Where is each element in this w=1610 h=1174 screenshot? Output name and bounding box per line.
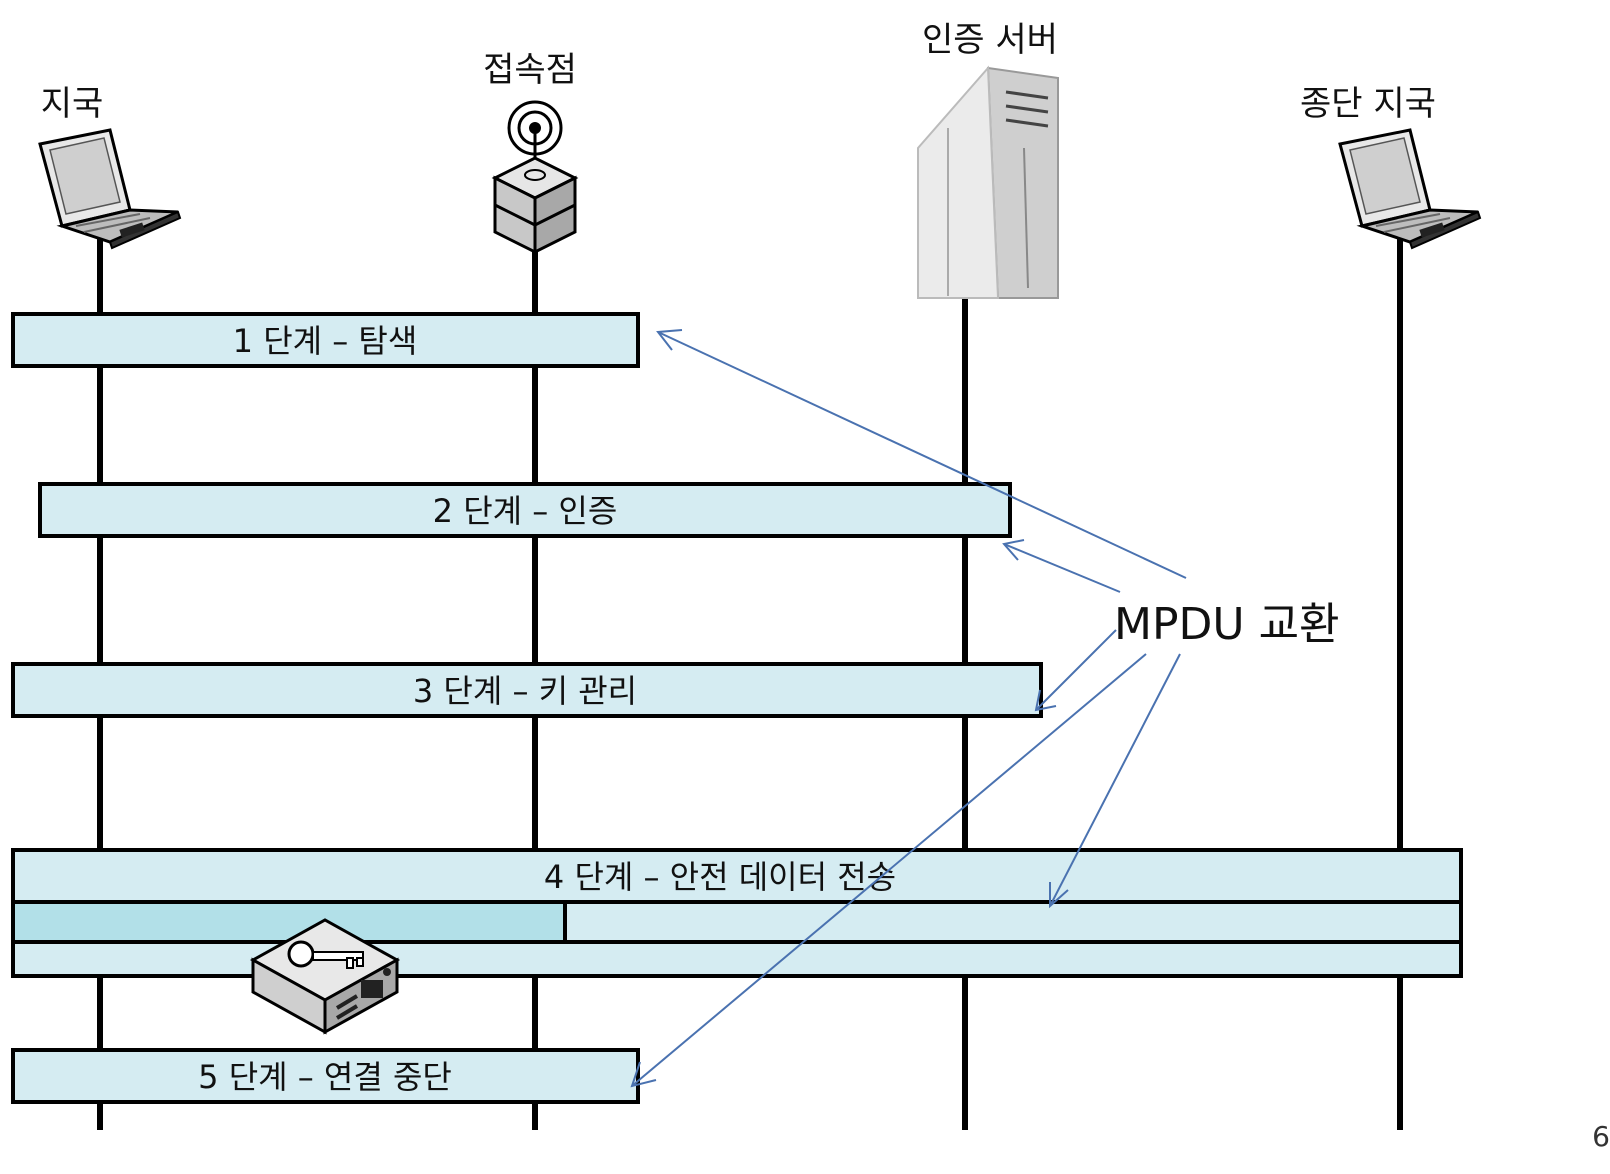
phase-4-sub-right — [563, 900, 1463, 944]
phase-4-sub-left — [11, 900, 567, 944]
end-station-label: 종단 지국 — [1300, 84, 1436, 124]
access-point-label: 접속점 — [483, 50, 577, 90]
arrow-to-phase-3 — [1035, 629, 1117, 711]
phase-3-box — [11, 662, 1043, 718]
arrow-to-phase-4 — [1049, 653, 1181, 907]
phase-5-box — [11, 1048, 640, 1104]
arrow-to-phase-2 — [1003, 543, 1121, 593]
arrowhead-phase-5 — [630, 1061, 657, 1088]
access-point-icon — [491, 100, 579, 255]
phase-4-label: 4 단계 – 안전 데이터 전송 — [544, 858, 896, 896]
phase-1-label: 1 단계 – 탐색 — [233, 322, 418, 360]
phase-4-sub-bottom — [11, 940, 1463, 978]
phase-2-label: 2 단계 – 인증 — [433, 492, 618, 530]
arrowhead-phase-1 — [656, 329, 683, 351]
arrow-to-phase-1 — [657, 331, 1187, 579]
mpdu-arrows — [630, 329, 1187, 1088]
arrowhead-phase-4 — [1049, 882, 1069, 909]
phase-boxes — [11, 312, 1463, 1104]
arrowhead-phase-3 — [1034, 689, 1057, 712]
phase-3-label: 3 단계 – 키 관리 — [413, 672, 637, 710]
key-device-icon — [249, 918, 401, 1035]
mpdu-exchange-label: MPDU 교환 — [1114, 599, 1340, 650]
arrow-to-phase-5 — [631, 653, 1147, 1087]
laptop-icon-end-station — [1338, 128, 1482, 250]
arrowhead-phase-2 — [1002, 539, 1025, 561]
phase-1-box — [11, 312, 640, 368]
server-icon — [917, 65, 1059, 299]
station-label: 지국 — [40, 84, 104, 124]
phase-5-label: 5 단계 – 연결 중단 — [198, 1058, 452, 1096]
auth-server-label: 인증 서버 — [922, 20, 1058, 60]
laptop-icon — [38, 128, 182, 250]
phase-2-box — [38, 482, 1012, 538]
page-number: 6 — [1592, 1120, 1610, 1153]
